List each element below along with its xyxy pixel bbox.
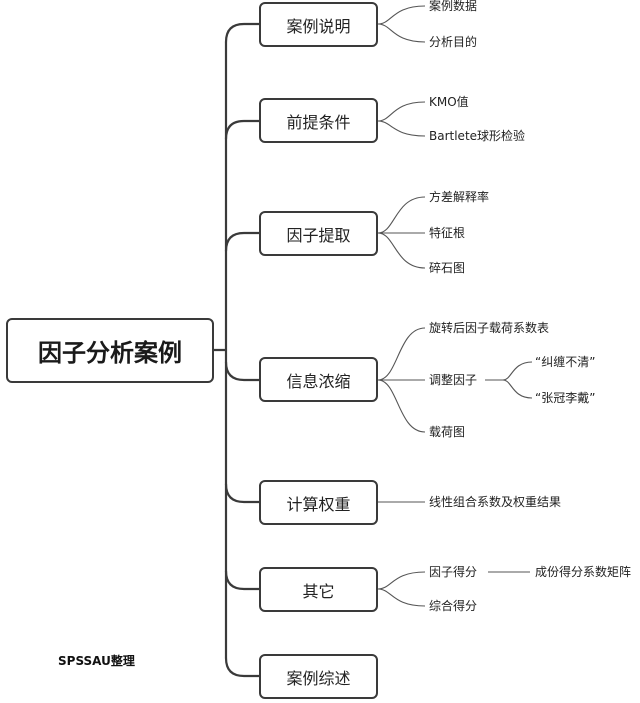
branch-4-connector-3 [377, 379, 426, 433]
branch-node-other: 其它 [259, 567, 378, 612]
leaf-linear-combination-weights: 线性组合系数及权重结果 [429, 495, 562, 509]
branch-node-information-condensation: 信息浓缩 [259, 357, 378, 402]
branch-1-connector-2 [377, 23, 426, 43]
trunk-to-branch-1 [224, 22, 261, 44]
leaf-composite-score: 综合得分 [429, 599, 478, 613]
trunk-to-branch-3 [224, 231, 261, 253]
branch-6-connector-1 [377, 571, 426, 590]
leaf-case-data: 案例数据 [429, 0, 478, 13]
branch-2-connector-1 [377, 101, 426, 122]
trunk-to-branch-2 [224, 119, 261, 141]
adjust-factor-connector-2 [502, 379, 533, 399]
root-node: 因子分析案例 [6, 318, 214, 383]
leaf-component-score-matrix: 成份得分系数矩阵 [535, 565, 632, 579]
leaf-kmo-value: KMO值 [429, 95, 469, 109]
leaf-loading-plot: 载荷图 [429, 425, 466, 439]
branch-node-factor-extraction: 因子提取 [259, 211, 378, 256]
main-connectors [212, 22, 261, 678]
leaf-misattributed: “张冠李戴” [535, 391, 596, 405]
branch-node-preconditions: 前提条件 [259, 98, 378, 143]
leaf-connectors [377, 5, 533, 607]
branch-4-connector-1 [377, 327, 426, 381]
trunk-to-branch-6 [224, 569, 261, 591]
leaf-analysis-purpose: 分析目的 [429, 35, 478, 49]
branch-3-connector-1 [377, 196, 426, 234]
branch-6-connector-2 [377, 588, 426, 607]
leaf-adjust-factors: 调整因子 [429, 373, 478, 387]
leaf-entangled: “纠缠不清” [535, 355, 596, 369]
credit-text: SPSSAU整理 [58, 654, 135, 668]
branch-3-connector-3 [377, 232, 426, 269]
leaf-factor-score: 因子得分 [429, 565, 478, 579]
leaf-scree-plot: 碎石图 [429, 261, 466, 275]
branch-node-weight-calculation: 计算权重 [259, 480, 378, 525]
branch-node-case-summary: 案例综述 [259, 654, 378, 699]
leaf-rotated-loading-table: 旋转后因子载荷系数表 [429, 321, 550, 335]
trunk-to-branch-7 [224, 656, 261, 678]
leaf-variance-explained: 方差解释率 [429, 190, 490, 204]
leaf-bartlett-test: Bartlete球形检验 [429, 129, 526, 143]
leaf-eigenvalue: 特征根 [429, 226, 466, 240]
adjust-factor-connector-1 [502, 361, 533, 381]
trunk-to-branch-4 [224, 360, 261, 382]
trunk-to-branch-5 [224, 482, 261, 504]
branch-2-connector-2 [377, 120, 426, 137]
branch-1-connector-1 [377, 5, 426, 25]
branch-node-case-description: 案例说明 [259, 2, 378, 47]
